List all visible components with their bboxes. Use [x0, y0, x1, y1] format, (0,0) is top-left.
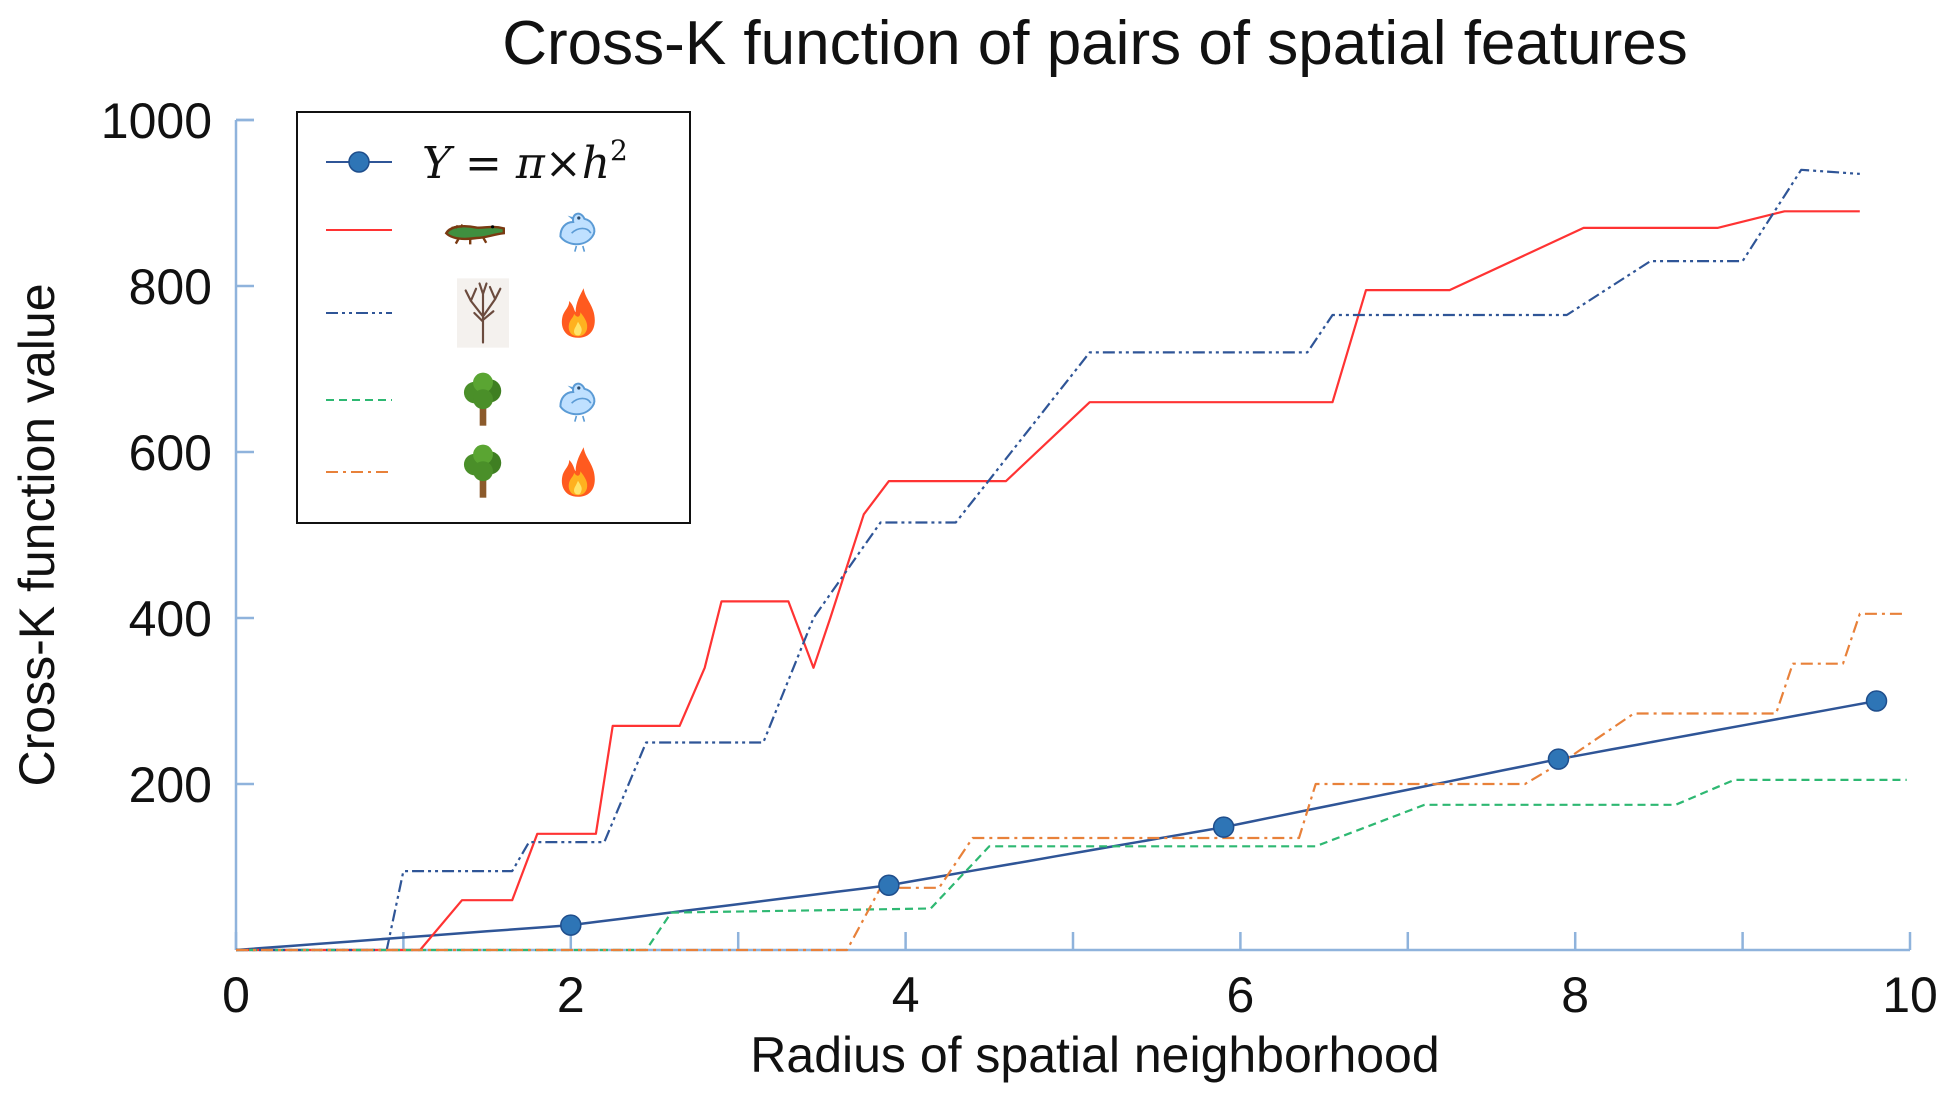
- x-tick-label: 10: [1882, 967, 1938, 1023]
- marker-layer: [560, 690, 1888, 936]
- chart-title: Cross-K function of pairs of spatial fea…: [502, 9, 1687, 78]
- y-axis-label: Cross-K function value: [9, 283, 65, 786]
- bare-tree-icon: [457, 278, 509, 348]
- series-line-1: [236, 210, 1860, 952]
- series-line-3: [236, 778, 1907, 952]
- legend-items: [326, 151, 596, 498]
- series-line-0: [236, 699, 1877, 952]
- formula-var: h: [582, 138, 610, 189]
- x-tick-label: 8: [1561, 967, 1589, 1023]
- x-tick-label: 4: [892, 967, 920, 1023]
- legend-formula: Y = π×h2: [422, 134, 628, 189]
- series-0-point: [1212, 816, 1235, 838]
- formula-pi: π: [515, 138, 546, 189]
- series-0-point: [1865, 690, 1888, 712]
- series-0-point: [878, 874, 900, 897]
- series-line-2: [236, 168, 1860, 952]
- series-0-point: [1547, 748, 1570, 770]
- formula-times: ×: [545, 138, 582, 189]
- legend: Y = π×h2: [296, 111, 691, 524]
- x-tick-label: 0: [222, 967, 250, 1023]
- series-line-4: [236, 612, 1907, 952]
- y-tick-label: 800: [129, 259, 212, 315]
- y-tick-label: 400: [129, 591, 212, 647]
- x-axis-label: Radius of spatial neighborhood: [750, 1027, 1439, 1083]
- x-tick-label: 2: [557, 967, 585, 1023]
- y-tick-label: 200: [129, 757, 212, 813]
- formula-eq: =: [451, 138, 516, 189]
- legend-marker: [348, 151, 370, 173]
- y-tick-label: 600: [129, 425, 212, 481]
- y-ticks: 200 400 600 800 1000: [101, 93, 254, 813]
- x-ticks: 0 2 4 6 8 10: [222, 932, 1938, 1023]
- series-0-point: [560, 914, 582, 936]
- y-tick-label: 1000: [101, 93, 212, 149]
- formula-lhs: Y: [422, 138, 455, 189]
- formula-exp: 2: [610, 134, 628, 167]
- x-tick-label: 6: [1226, 967, 1254, 1023]
- series-layer: [236, 168, 1907, 952]
